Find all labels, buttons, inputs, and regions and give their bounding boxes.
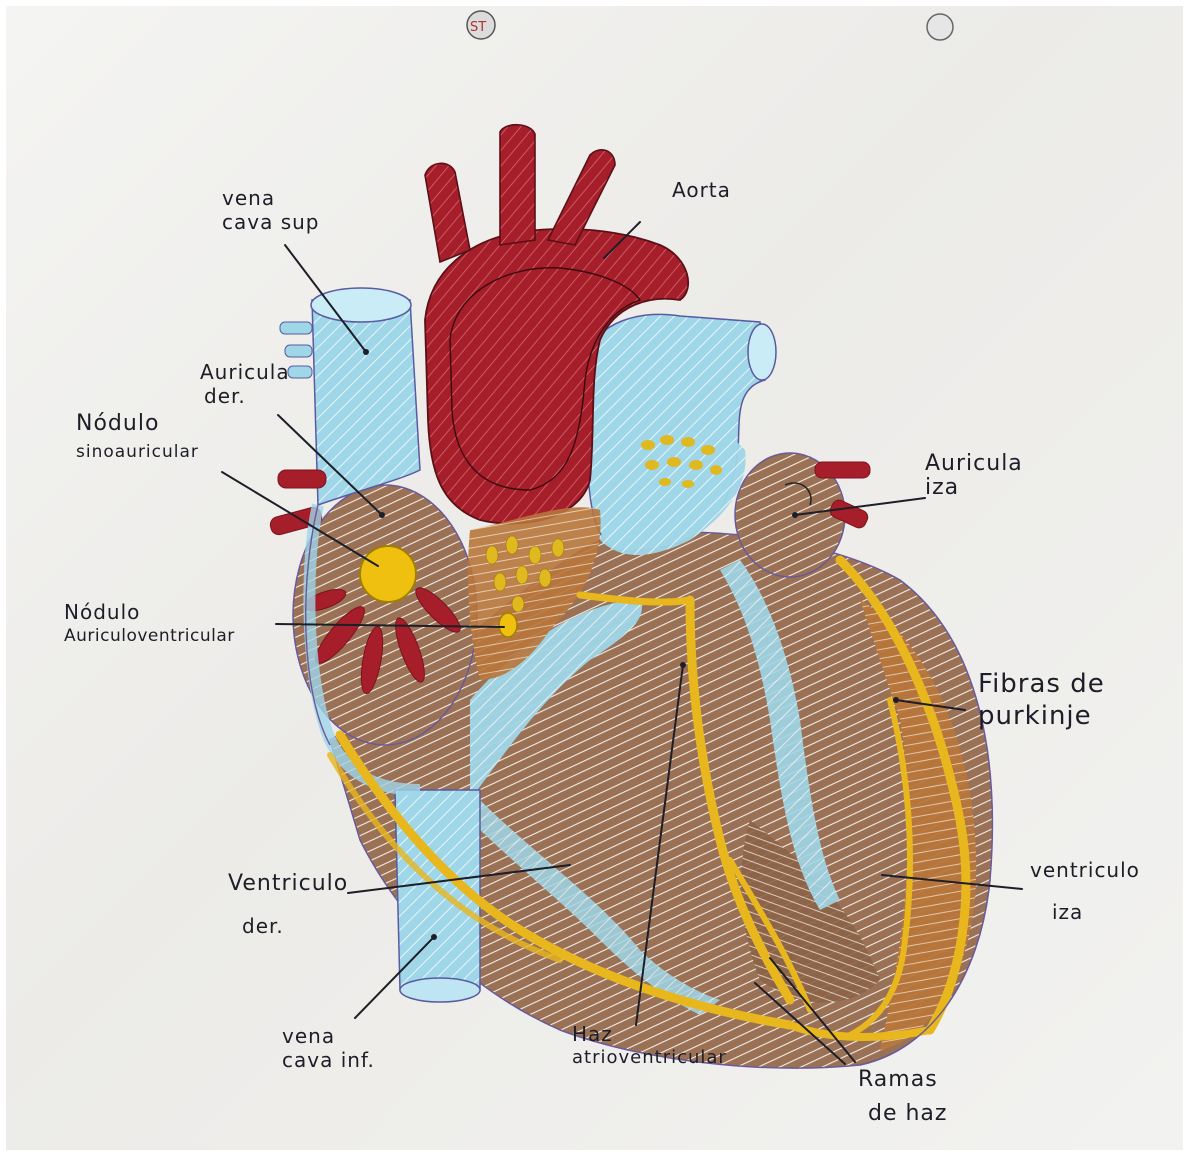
label-haz-line2: atrioventricular [572,1046,727,1070]
label-vena-cava-sup-line2: cava sup [222,210,320,234]
label-ventriculo-der: Ventriculo der. [228,872,348,938]
label-fibras-line2: purkinje [978,700,1105,732]
pulmonary-artery-opening [748,324,776,380]
label-fibras-line1: Fibras de [978,668,1105,700]
label-vena-cava-sup: vena cava sup [222,186,320,234]
paper-hole-left: ST [467,11,495,39]
label-auricula-der: Auricula der. [200,360,290,408]
label-ventriculo-izq: ventriculo iza [1030,858,1140,924]
atrioventricular-node [499,613,517,637]
top-stamp: ST [470,20,486,35]
label-vena-cava-inf-line1: vena [282,1024,375,1048]
label-nodulo-sa-line1: Nódulo [76,412,199,436]
label-haz-atrioventricular: Haz atrioventricular [572,1022,727,1070]
label-auricula-der-line1: Auricula [200,360,290,384]
label-aorta: Aorta [672,178,731,202]
label-haz-line1: Haz [572,1022,727,1046]
label-ramas-line2: de haz [858,1092,947,1126]
label-nodulo-sinoauricular: Nódulo sinoauricular [76,412,199,464]
label-vena-cava-inf: vena cava inf. [282,1024,375,1072]
label-ventriculo-izq-line1: ventriculo [1030,858,1140,882]
paper-hole-right [927,14,953,40]
label-ramas-de-haz: Ramas de haz [858,1068,947,1126]
label-vena-cava-inf-line2: cava inf. [282,1048,375,1072]
label-auricula-izq: Auricula iza [925,452,1023,500]
label-aorta-text: Aorta [672,178,731,202]
label-nodulo-av-line2: Auriculoventricular [64,624,235,648]
label-nodulo-av-line1: Nódulo [64,600,235,624]
label-auricula-izq-line1: Auricula [925,452,1023,476]
label-ramas-line1: Ramas [858,1068,947,1092]
superior-vena-cava [312,300,420,505]
label-ventriculo-izq-line2: iza [1030,882,1140,924]
label-auricula-izq-line2: iza [925,476,1023,500]
superior-vena-cava-opening [311,288,411,322]
label-fibras-purkinje: Fibras de purkinje [978,668,1105,732]
inferior-vena-cava-opening [400,978,480,1002]
label-ventriculo-der-line1: Ventriculo [228,872,348,896]
label-nodulo-auriculoventricular: Nódulo Auriculoventricular [64,600,235,648]
label-vena-cava-sup-line1: vena [222,186,320,210]
label-nodulo-sa-line2: sinoauricular [76,436,199,464]
sinoatrial-node [360,546,416,602]
label-ventriculo-der-line2: der. [228,896,348,938]
label-auricula-der-line2: der. [200,384,290,408]
